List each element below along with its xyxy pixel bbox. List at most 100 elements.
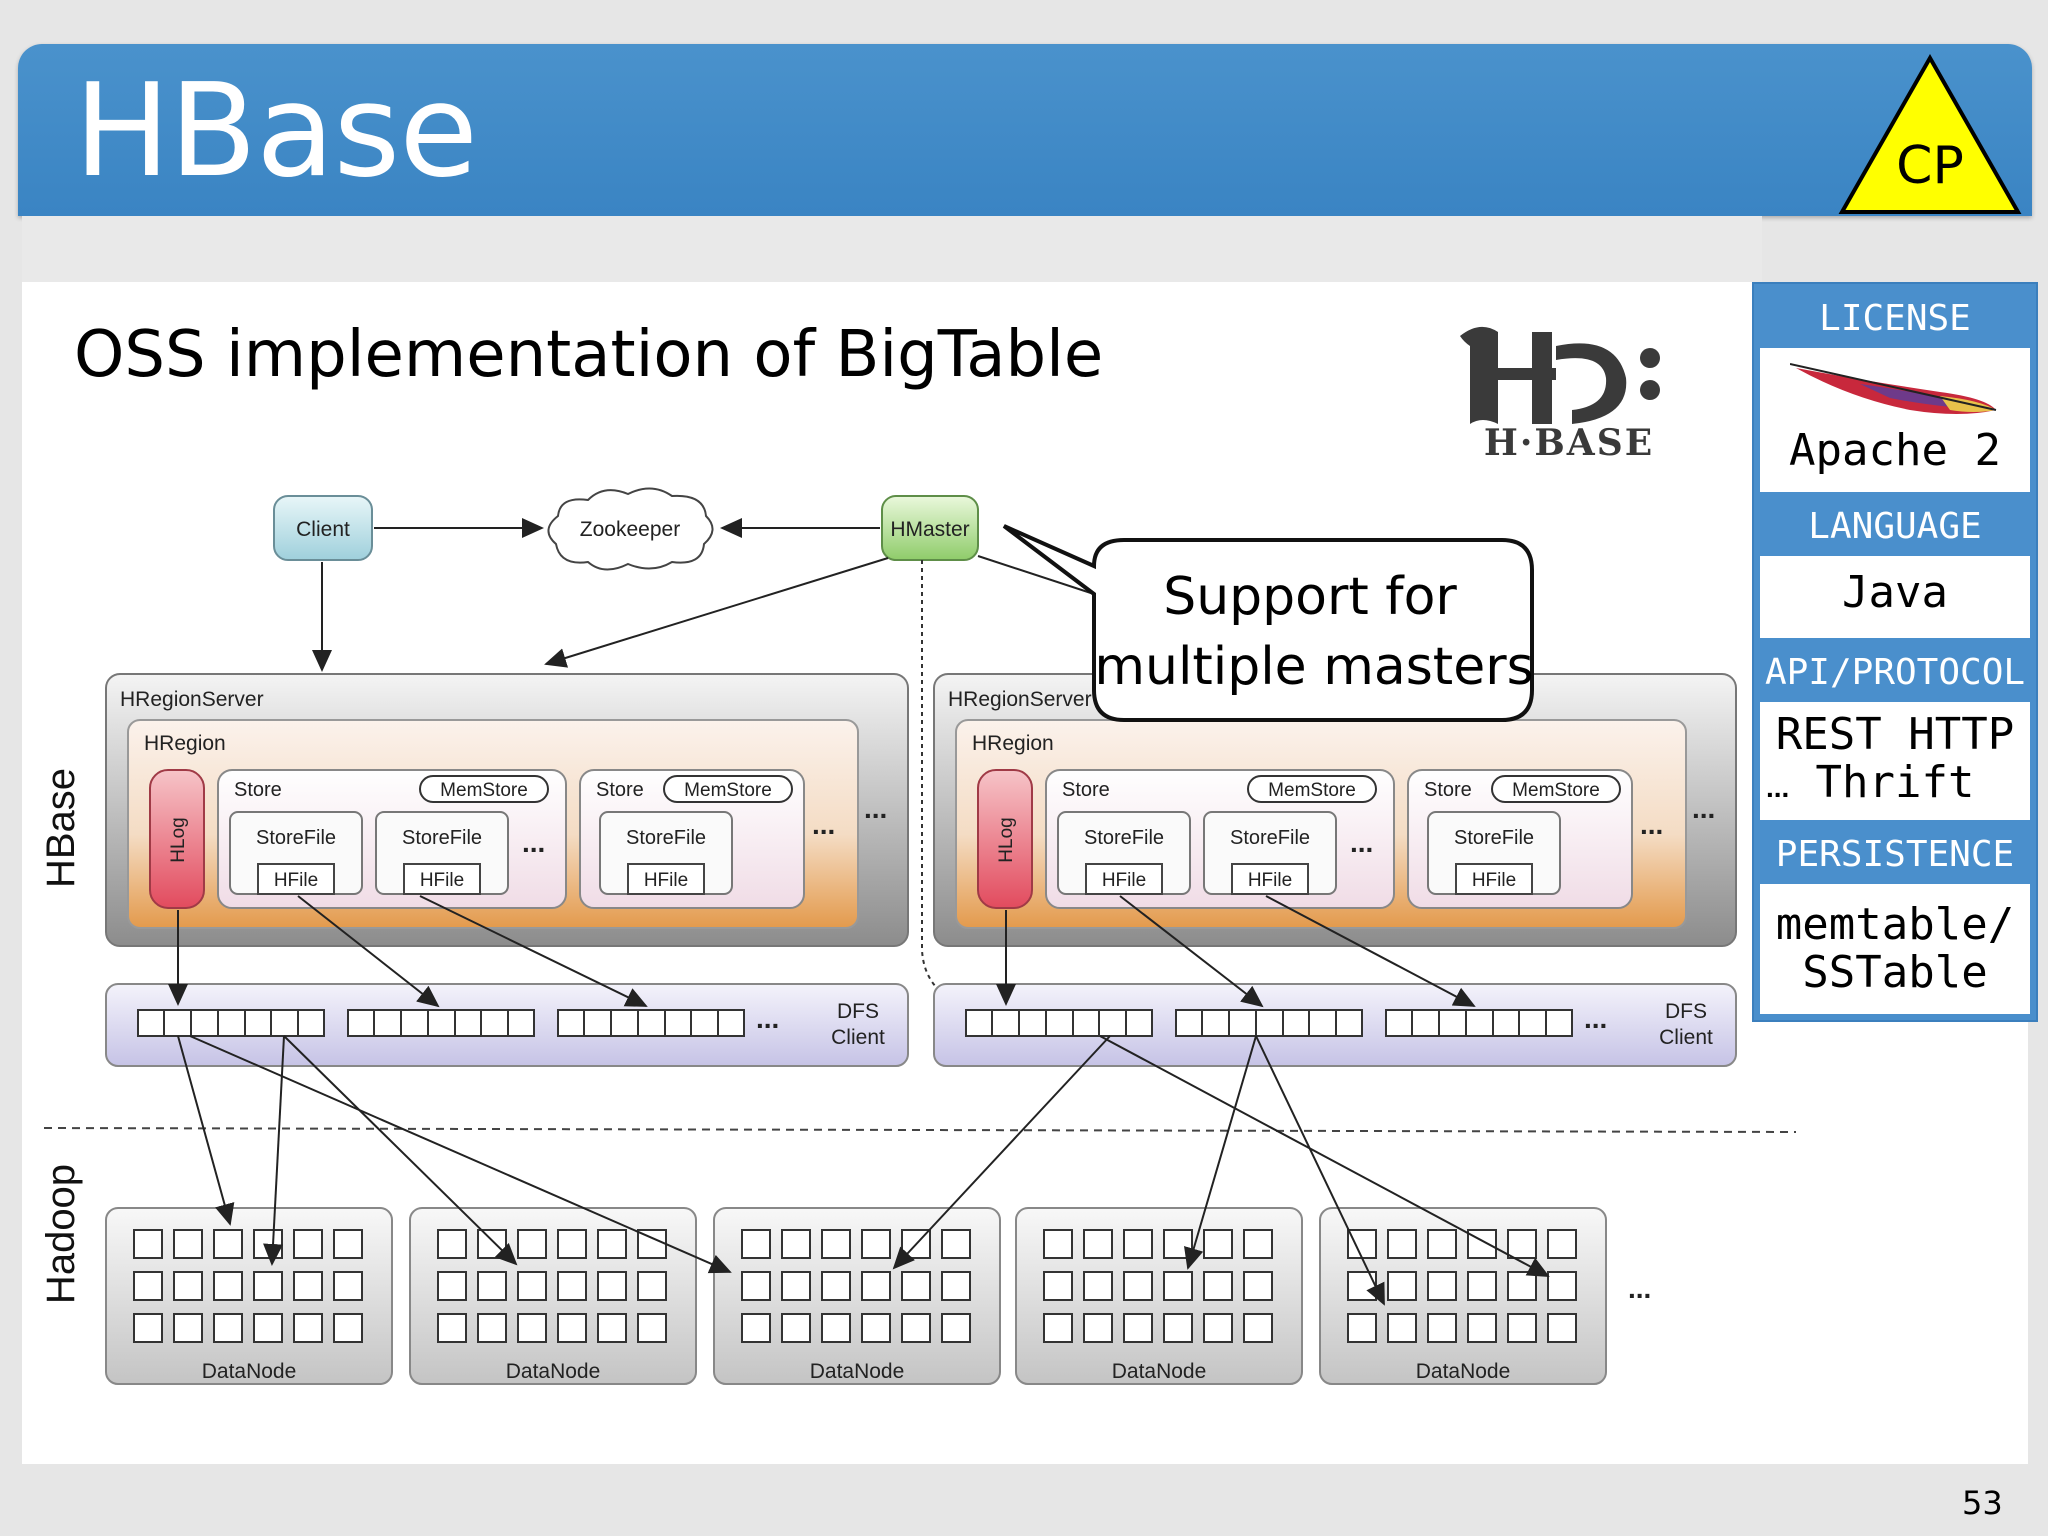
datanode-label: DataNode bbox=[202, 1360, 297, 1383]
hregionserver-right: HRegionServer HRegion HLog Store MemStor… bbox=[933, 673, 1737, 947]
data-block bbox=[133, 1229, 163, 1259]
ellipsis: ... bbox=[1350, 827, 1373, 858]
data-block bbox=[637, 1313, 667, 1343]
store-label: Store bbox=[1424, 779, 1472, 801]
data-block bbox=[1123, 1313, 1153, 1343]
data-block bbox=[173, 1229, 203, 1259]
data-block bbox=[1467, 1229, 1497, 1259]
data-block bbox=[1547, 1271, 1577, 1301]
language-value: Java bbox=[1842, 567, 1948, 618]
client-node: Client bbox=[273, 495, 373, 561]
data-block bbox=[1163, 1313, 1193, 1343]
data-block bbox=[941, 1229, 971, 1259]
data-block bbox=[173, 1271, 203, 1301]
store-label: Store bbox=[234, 779, 282, 801]
data-block bbox=[821, 1313, 851, 1343]
data-block bbox=[781, 1313, 811, 1343]
hmaster-node: HMaster bbox=[881, 495, 979, 561]
data-block bbox=[1243, 1313, 1273, 1343]
data-block bbox=[1043, 1229, 1073, 1259]
data-block bbox=[1083, 1229, 1113, 1259]
data-block bbox=[437, 1313, 467, 1343]
data-block bbox=[901, 1271, 931, 1301]
data-block bbox=[1507, 1313, 1537, 1343]
data-block bbox=[1387, 1313, 1417, 1343]
data-block bbox=[1083, 1313, 1113, 1343]
data-block bbox=[861, 1271, 891, 1301]
info-sidebar: LICENSE Apache 2 LANGUAGE Java API/PROTO… bbox=[1752, 282, 2038, 1022]
hregionserver-label: HRegionServer bbox=[120, 688, 264, 711]
api-more-ellipsis: ... bbox=[1766, 772, 1790, 803]
ellipsis: ... bbox=[1584, 1003, 1607, 1034]
data-block bbox=[1427, 1229, 1457, 1259]
memstore-label: MemStore bbox=[1268, 780, 1356, 801]
hregion-label: HRegion bbox=[144, 732, 226, 755]
hbase-section-label: HBase bbox=[39, 768, 83, 888]
datanode-label: DataNode bbox=[1112, 1360, 1207, 1383]
ellipsis: ... bbox=[1640, 809, 1663, 840]
ellipsis: ... bbox=[1692, 793, 1715, 824]
datanodes: DataNode DataNode DataNode DataNode Data… bbox=[105, 1207, 1651, 1385]
data-block bbox=[1163, 1229, 1193, 1259]
zookeeper-node: Zookeeper bbox=[547, 487, 714, 571]
hregion-label: HRegion bbox=[972, 732, 1054, 755]
data-block bbox=[781, 1229, 811, 1259]
data-block bbox=[1467, 1271, 1497, 1301]
api-line-2: Thrift bbox=[1815, 757, 1975, 808]
data-block bbox=[293, 1313, 323, 1343]
data-block bbox=[861, 1313, 891, 1343]
store-label: Store bbox=[1062, 779, 1110, 801]
data-block bbox=[333, 1229, 363, 1259]
data-block bbox=[1123, 1229, 1153, 1259]
persistence-box: memtable/ SSTable bbox=[1760, 884, 2030, 1014]
language-box: Java bbox=[1760, 556, 2030, 638]
data-block bbox=[1427, 1271, 1457, 1301]
callout-line-1: Support for bbox=[1163, 567, 1457, 627]
hfile-label: HFile bbox=[1102, 870, 1146, 891]
dfs-client-label: Client bbox=[831, 1026, 885, 1049]
data-block bbox=[821, 1271, 851, 1301]
data-block bbox=[477, 1229, 507, 1259]
data-block bbox=[1427, 1313, 1457, 1343]
data-block bbox=[1347, 1313, 1377, 1343]
data-block bbox=[1347, 1229, 1377, 1259]
data-block bbox=[133, 1271, 163, 1301]
ellipsis: ... bbox=[522, 827, 545, 858]
license-heading: LICENSE bbox=[1819, 298, 1971, 339]
slide-number: 53 bbox=[1962, 1484, 2003, 1522]
data-block bbox=[861, 1229, 891, 1259]
persistence-heading: PERSISTENCE bbox=[1775, 834, 2015, 875]
data-block bbox=[437, 1271, 467, 1301]
memstore-label: MemStore bbox=[440, 780, 528, 801]
data-block bbox=[253, 1271, 283, 1301]
data-block bbox=[597, 1313, 627, 1343]
datanode-label: DataNode bbox=[810, 1360, 905, 1383]
license-value: Apache 2 bbox=[1789, 425, 2001, 476]
hmaster-label: HMaster bbox=[890, 518, 969, 541]
data-block bbox=[1547, 1313, 1577, 1343]
data-block bbox=[517, 1229, 547, 1259]
data-block bbox=[941, 1271, 971, 1301]
multiple-masters-callout: Support for multiple masters bbox=[1002, 524, 1534, 722]
hadoop-section-label: Hadoop bbox=[39, 1164, 83, 1304]
data-block bbox=[557, 1271, 587, 1301]
data-block bbox=[1043, 1313, 1073, 1343]
data-block bbox=[557, 1229, 587, 1259]
dfs-client-label: DFS bbox=[837, 1000, 879, 1023]
dfs-client-left: ... DFS Client bbox=[105, 983, 909, 1067]
data-block bbox=[477, 1313, 507, 1343]
memstore-label: MemStore bbox=[1512, 780, 1600, 801]
data-block bbox=[253, 1313, 283, 1343]
dfs-client-label: Client bbox=[1659, 1026, 1713, 1049]
data-block bbox=[821, 1229, 851, 1259]
data-block bbox=[1243, 1229, 1273, 1259]
hregionserver-label: HRegionServer bbox=[948, 688, 1092, 711]
hfile-label: HFile bbox=[1472, 870, 1516, 891]
hbase-logo-icon bbox=[1460, 326, 1660, 424]
data-block bbox=[941, 1313, 971, 1343]
dfs-client-label: DFS bbox=[1665, 1000, 1707, 1023]
data-block bbox=[901, 1313, 931, 1343]
slide-subtitle: OSS implementation of BigTable bbox=[74, 318, 1104, 392]
license-box: Apache 2 bbox=[1760, 348, 2030, 492]
